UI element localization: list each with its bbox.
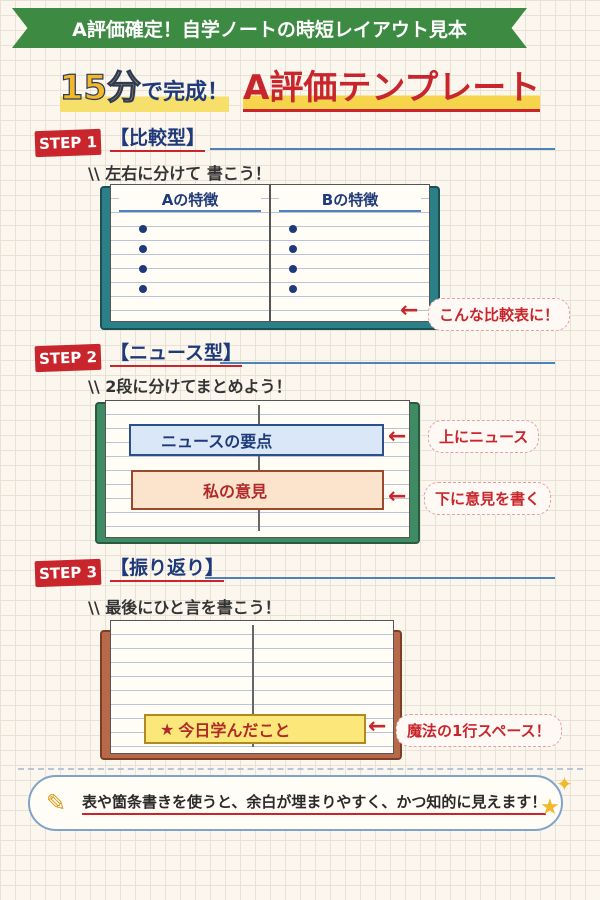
step1-subtitle-text: 左右に分けて 書こう！ <box>105 164 271 183</box>
bullet <box>139 225 147 233</box>
today-learned-box: ★今日学んだこと <box>144 714 366 744</box>
banner-text: A評価確定！自学ノートの時短レイアウト見本 <box>72 18 467 41</box>
bullet <box>289 285 297 293</box>
title-complete: で完成！ <box>141 80 230 105</box>
step2-callout-bottom: 下に意見を書く <box>424 482 552 515</box>
tip-bubble: ✎ 表や箇条書きを使うと、余白が埋まりやすく、かつ知的に見えます！ <box>28 775 563 831</box>
step1-heading: 【比較型】 <box>110 126 206 152</box>
step2-subtitle-text: 2段に分けてまとめよう！ <box>105 377 292 396</box>
step2-notebook: ニュースの要点 私の意見 <box>95 400 420 544</box>
sparkle-icon: ✦ <box>556 772 573 796</box>
divider <box>18 768 583 770</box>
star-icon: ★ <box>540 795 560 820</box>
bullet <box>289 245 297 253</box>
b-features-heading: Bの特徴 <box>279 189 421 212</box>
title-part1: 15分で完成！ <box>59 60 230 112</box>
left-page: Aの特徴 <box>110 184 270 322</box>
step1-rule <box>210 148 555 150</box>
step3-subtitle: \\ 最後にひと言を書こう！ <box>88 598 281 617</box>
spine <box>252 625 254 747</box>
step3-heading: 【振り返り】 <box>110 556 225 582</box>
arrow-left-icon: ← <box>400 298 419 323</box>
my-opinion-box: 私の意見 <box>131 470 384 510</box>
step3-subtitle-text: 最後にひと言を書こう！ <box>105 598 281 617</box>
step1-subtitle: \\ 左右に分けて 書こう！ <box>88 164 271 183</box>
pencil-icon: ✎ <box>46 789 67 817</box>
spine <box>258 405 260 531</box>
bullet <box>289 225 297 233</box>
step1-badge: STEP 1 <box>34 128 102 158</box>
title-part2: A評価テンプレート <box>243 60 541 112</box>
a-features-heading: Aの特徴 <box>119 189 261 212</box>
arrow-left-icon: ← <box>368 714 387 739</box>
news-summary-box: ニュースの要点 <box>129 424 384 456</box>
bullet <box>139 245 147 253</box>
step2-callout-top: 上にニュース <box>428 420 540 453</box>
arrow-left-icon: ← <box>388 484 407 509</box>
bullet <box>139 265 147 273</box>
step3-rule <box>205 577 555 579</box>
step2-rule <box>220 362 555 364</box>
right-page: Bの特徴 <box>270 184 430 322</box>
step2-heading: 【ニュース型】 <box>110 341 243 367</box>
step1-callout: こんな比較表に！ <box>428 298 571 331</box>
step2-badge: STEP 2 <box>34 343 102 373</box>
star-icon: ★ <box>160 719 175 739</box>
step3-callout: 魔法の1行スペース！ <box>396 714 562 747</box>
page-title: 15分で完成！ A評価テンプレート <box>0 60 600 112</box>
arrow-left-icon: ← <box>388 424 407 449</box>
bullet <box>289 265 297 273</box>
tip-text: 表や箇条書きを使うと、余白が埋まりやすく、かつ知的に見えます！ <box>82 791 547 815</box>
title-minutes: 15分 <box>59 67 142 108</box>
top-banner: A評価確定！自学ノートの時短レイアウト見本 <box>12 8 527 48</box>
bullet <box>139 285 147 293</box>
page <box>105 400 410 538</box>
step1-notebook: Aの特徴 Bの特徴 <box>100 184 440 330</box>
step2-subtitle: \\ 2段に分けてまとめよう！ <box>88 377 292 396</box>
step3-notebook: ★今日学んだこと <box>100 620 402 760</box>
step3-badge: STEP 3 <box>34 558 102 588</box>
today-learned-text: 今日学んだこと <box>178 721 291 740</box>
